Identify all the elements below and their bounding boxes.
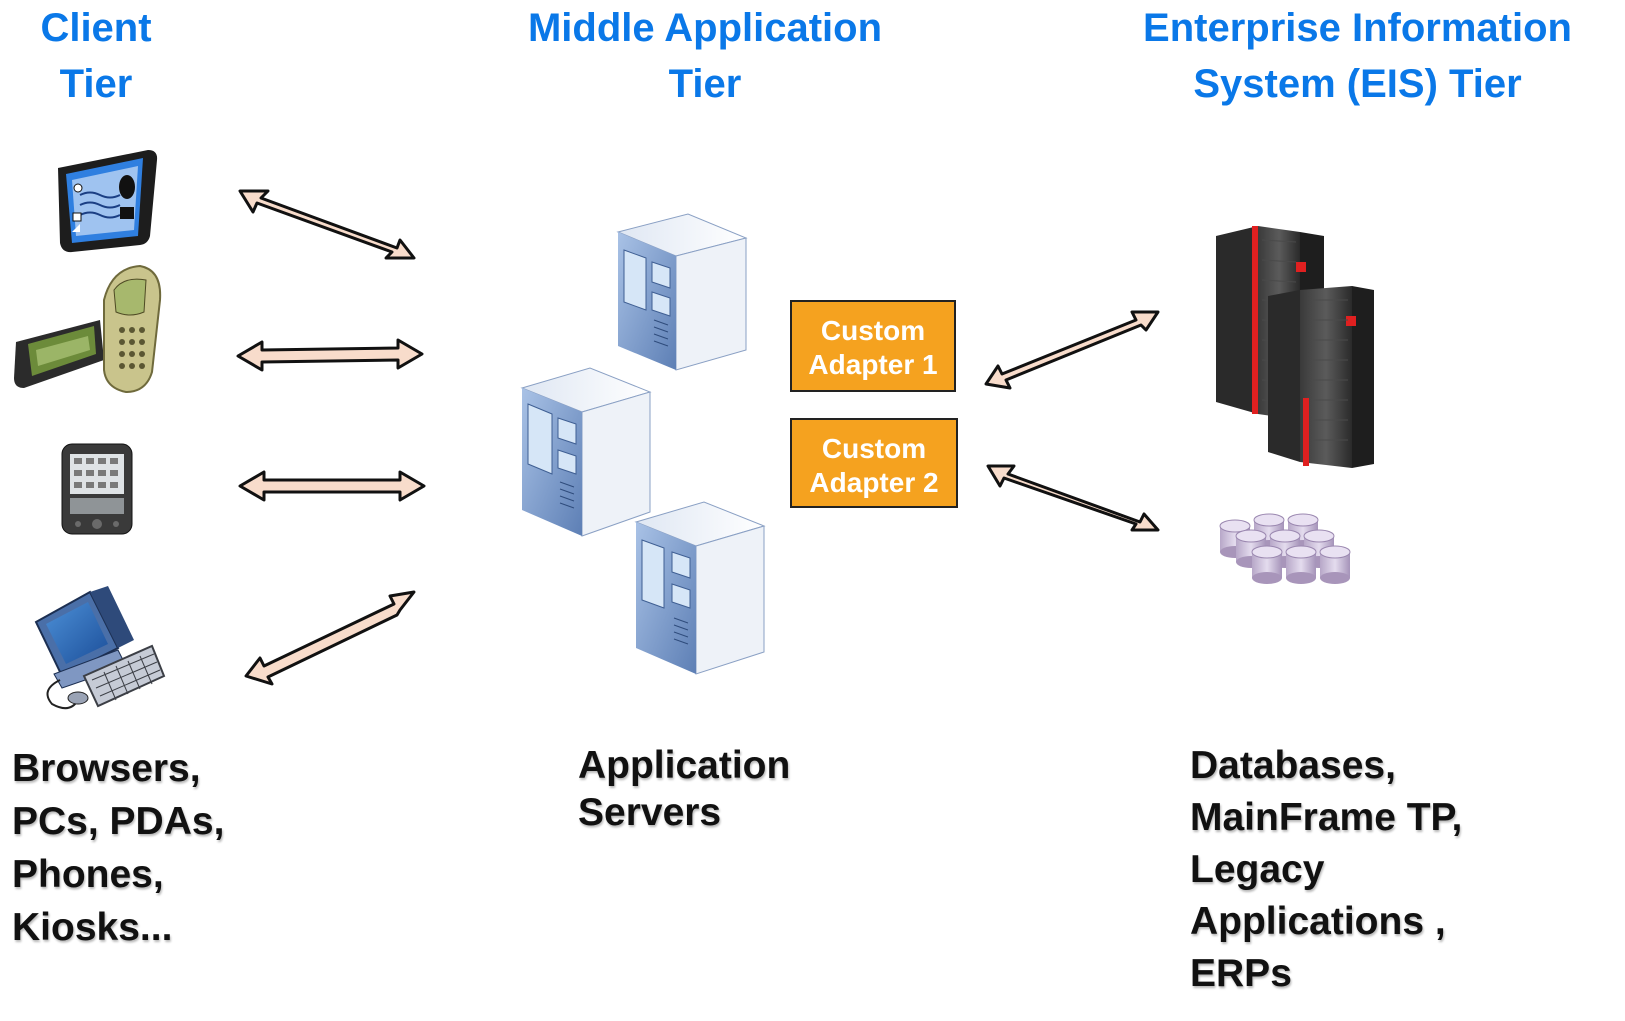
eis-desc-line: Legacy [1190, 848, 1325, 891]
custom-adapter-2-line2: Adapter 2 [809, 467, 939, 498]
middle-desc-line: Application [578, 744, 791, 787]
custom-adapter-2-line1: Custom [821, 433, 927, 464]
client-desc-line: PCs, PDAs, [12, 800, 225, 843]
database-cylinders-icon [1219, 513, 1351, 584]
client-tier-title: Client Tier [20, 0, 172, 112]
eis-desc-line: Applications , [1190, 900, 1446, 943]
client-desc-line: Kiosks... [12, 906, 173, 949]
middle-desc-line: Servers [578, 791, 722, 834]
custom-adapter-1-line1: Custom [820, 315, 926, 346]
custom-adapter-1-line2: Adapter 1 [808, 349, 938, 380]
client-tier-title-line1: Client [40, 6, 152, 50]
application-server-icon [634, 501, 766, 675]
eis-tier-title-line1: Enterprise Information [1143, 6, 1572, 50]
client-desc-line: Browsers, [12, 747, 201, 790]
eis-tier-title-line2: System (EIS) Tier [1193, 62, 1522, 106]
mobile-phone-and-handheld-icon [14, 264, 162, 394]
arrow-client-middle-4 [244, 590, 416, 686]
eis-desc-line: Databases, [1190, 744, 1396, 787]
tablet-device-icon [58, 150, 158, 253]
client-tier-title-line2: Tier [59, 62, 133, 106]
eis-tier-description: Databases, MainFrame TP, Legacy Applicat… [1190, 740, 1462, 1000]
application-server-icon [520, 367, 652, 537]
client-desc-line: Phones, [12, 853, 164, 896]
eis-desc-line: MainFrame TP, [1190, 796, 1463, 839]
middle-tier-description: Application Servers [578, 742, 790, 836]
desktop-computer-icon [34, 586, 166, 710]
mainframe-server-icon [1216, 226, 1374, 468]
application-server-icon [616, 213, 748, 371]
eis-tier-title: Enterprise Information System (EIS) Tier [1090, 0, 1625, 112]
eis-desc-line: ERPs [1190, 952, 1292, 995]
arrow-client-middle-3 [238, 470, 426, 502]
arrow-adapter1-eis [984, 310, 1160, 390]
custom-adapter-2: Custom Adapter 2 [790, 418, 958, 508]
middle-tier-title-line1: Middle Application [527, 6, 883, 50]
client-tier-description: Browsers, PCs, PDAs, Phones, Kiosks... [12, 742, 224, 954]
middle-tier-title-line2: Tier [668, 62, 742, 106]
pda-icon [61, 443, 133, 535]
custom-adapter-1: Custom Adapter 1 [790, 300, 956, 392]
arrow-client-middle-2 [236, 338, 424, 372]
arrow-adapter2-eis [986, 464, 1160, 532]
arrow-client-middle-1 [238, 189, 416, 260]
middle-tier-title: Middle Application Tier [480, 0, 930, 112]
